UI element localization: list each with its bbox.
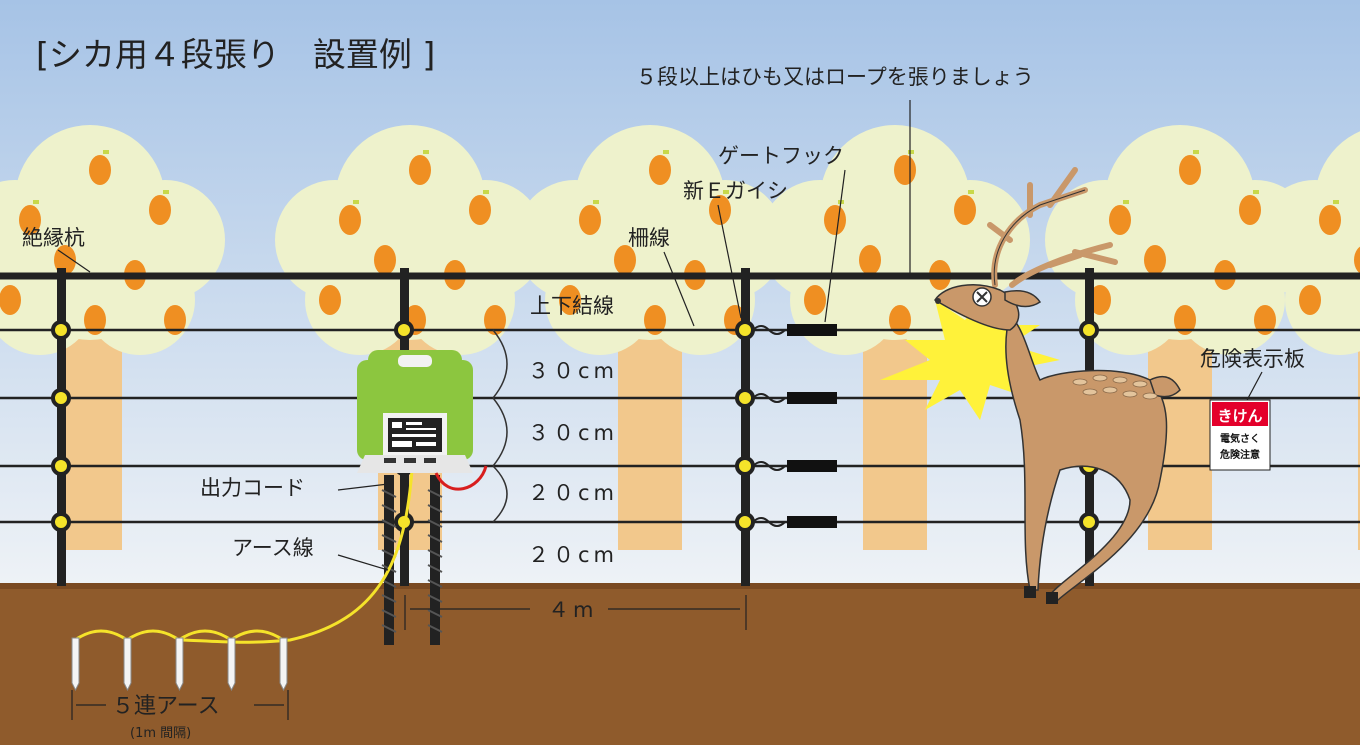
gate-hook-icon (752, 324, 837, 528)
connecting-wire-bracket (492, 329, 508, 523)
leader-lines (57, 100, 1263, 571)
spacing-label-1: ３０cm (528, 359, 618, 383)
new-e-gaishi-label: 新Ｅガイシ (683, 179, 788, 203)
diagram-title: [シカ用４段張り 設置例 ] (36, 35, 435, 74)
output-cord-line (434, 465, 488, 491)
warning-sign-line-2: 危険注意 (1220, 448, 1260, 461)
energizer-icon (357, 350, 473, 473)
earth-wire-label: アース線 (232, 536, 314, 560)
spacing-label-4: ２０cm (528, 543, 618, 567)
insulated-post-label: 絶縁杭 (22, 226, 85, 250)
earth-stake-icon (71, 637, 288, 692)
spacing-label-2: ３０cm (528, 421, 618, 445)
post-spacing-dimension (404, 595, 747, 630)
note-top-label: ５段以上はひも又はロープを張りましょう (636, 65, 1034, 89)
warning-sign-headline: きけん (1217, 407, 1262, 425)
spacing-label-3: ２０cm (528, 481, 618, 505)
post-spacing-label: ４m (548, 598, 597, 622)
warning-sign-line-1: 電気さく (1220, 432, 1260, 445)
earth-wire-line (179, 469, 414, 644)
earth-rod-icon (381, 475, 443, 645)
warning-sign-icon: きけん 電気さく 危険注意 (1209, 399, 1271, 471)
earth-interval-label: (1m 間隔) (130, 726, 191, 741)
fence-wire-label: 柵線 (628, 226, 670, 250)
deer-icon (933, 167, 1181, 604)
gate-hook-label: ゲートフック (718, 144, 844, 168)
earth-set-label: ５連アース (112, 694, 220, 719)
output-cord-label: 出力コード (200, 476, 305, 500)
ground (0, 583, 1360, 745)
warning-sign-label: 危険表示板 (1200, 347, 1305, 371)
earth-set-dimension (71, 690, 289, 720)
connecting-wire-label: 上下結線 (530, 294, 614, 318)
